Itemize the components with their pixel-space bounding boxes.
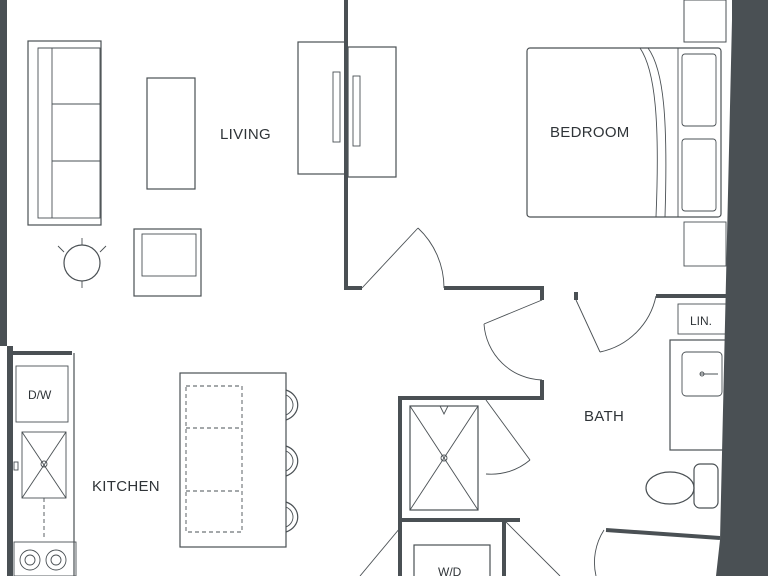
fixture-label-linen: LIN. — [690, 314, 712, 328]
vanity-sink — [669, 339, 729, 451]
room-label-bedroom: BEDROOM — [550, 124, 630, 141]
bed — [526, 47, 722, 218]
bar-stools — [285, 389, 299, 533]
side-table — [57, 238, 107, 288]
linen-closet — [677, 303, 729, 335]
fixture-label-washer-dryer: W/D — [438, 565, 462, 576]
windows — [683, 0, 727, 267]
room-label-living: LIVING — [220, 126, 271, 143]
nightstands — [683, 0, 727, 43]
fixture-label-dishwasher: D/W — [28, 388, 52, 402]
washer-dryer — [413, 544, 491, 576]
room-label-kitchen: KITCHEN — [92, 478, 160, 495]
kitchen-counter — [13, 353, 77, 576]
closet-doors — [297, 41, 397, 178]
kitchen-island — [179, 372, 287, 548]
coffee-table — [146, 77, 196, 190]
room-label-bath: BATH — [584, 408, 624, 425]
toilet — [645, 463, 719, 509]
armchair — [133, 228, 202, 297]
shower — [409, 405, 479, 511]
door-swings — [359, 227, 657, 576]
sofa — [27, 40, 102, 226]
